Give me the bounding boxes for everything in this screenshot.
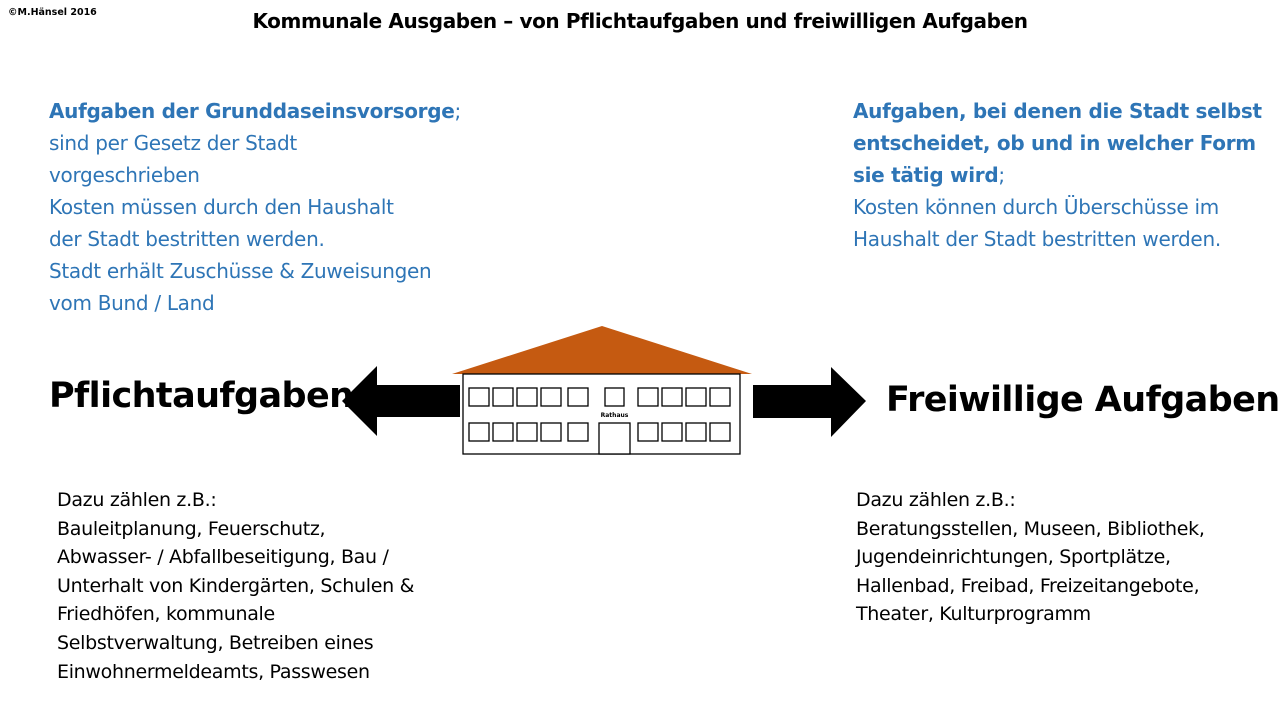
- page-title: Kommunale Ausgaben – von Pflichtaufgaben…: [252, 9, 1028, 33]
- mandatory-description-line: vorgeschrieben: [49, 163, 200, 187]
- townhall-window: [709, 387, 731, 407]
- copyright-notice: ©M.Hänsel 2016: [8, 7, 97, 18]
- townhall-window: [516, 422, 538, 442]
- townhall-window: [661, 422, 683, 442]
- mandatory-description-line: Kosten müssen durch den Haushalt: [49, 195, 394, 219]
- mandatory-description-bold: Aufgaben der Grunddaseinsvorsorge: [49, 99, 455, 123]
- townhall-window: [492, 387, 514, 407]
- voluntary-example-line: Jugendeinrichtungen, Sportplätze,: [856, 546, 1171, 569]
- mandatory-description-line: Stadt erhält Zuschüsse & Zuweisungen: [49, 259, 432, 283]
- townhall-window: [540, 387, 562, 407]
- townhall-window: [492, 422, 514, 442]
- townhall-window: [567, 387, 589, 407]
- right-arrow: [753, 367, 866, 437]
- townhall-window: [637, 422, 659, 442]
- townhall-door: [598, 422, 631, 455]
- mandatory-example-line: Bauleitplanung, Feuerschutz,: [57, 517, 326, 540]
- townhall-window: [685, 387, 707, 407]
- mandatory-description-line: vom Bund / Land: [49, 291, 215, 315]
- townhall-windows: [468, 387, 731, 442]
- voluntary-tasks-heading: Freiwillige Aufgaben: [886, 380, 1280, 420]
- voluntary-tasks-description: Aufgaben, bei denen die Stadt selbst ent…: [853, 95, 1273, 255]
- townhall-window: [516, 387, 538, 407]
- voluntary-example-line: Hallenbad, Freibad, Freizeitangebote,: [856, 574, 1200, 597]
- townhall-window: [637, 387, 659, 407]
- voluntary-example-line: Beratungsstellen, Museen, Bibliothek,: [856, 517, 1205, 540]
- mandatory-description-line: sind per Gesetz der Stadt: [49, 131, 297, 155]
- voluntary-description-bold-line: entscheidet, ob und in welcher Form: [853, 131, 1256, 155]
- townhall-window: [468, 422, 490, 442]
- mandatory-example-line: Selbstverwaltung, Betreiben eines: [57, 631, 374, 654]
- mandatory-tasks-description: Aufgaben der Grunddaseinsvorsorge; sind …: [49, 95, 489, 319]
- voluntary-description-line: Kosten können durch Überschüsse im: [853, 195, 1219, 219]
- mandatory-description-line: der Stadt bestritten werden.: [49, 227, 325, 251]
- left-arrow: [342, 366, 460, 436]
- mandatory-description-headline: Aufgaben der Grunddaseinsvorsorge;: [49, 95, 489, 127]
- townhall-window: [540, 422, 562, 442]
- voluntary-description-line: Haushalt der Stadt bestritten werden.: [853, 227, 1221, 251]
- townhall-roof: [452, 326, 752, 374]
- voluntary-example-line: Theater, Kulturprogramm: [856, 603, 1091, 626]
- townhall-window: [709, 422, 731, 442]
- mandatory-example-line: Unterhalt von Kindergärten, Schulen &: [57, 574, 415, 597]
- mandatory-description-suffix: ;: [454, 99, 462, 123]
- voluntary-description-bold-line: sie tätig wird;: [853, 163, 1005, 187]
- mandatory-example-line: Dazu zählen z.B.:: [57, 489, 217, 511]
- townhall-label: Rathaus: [601, 412, 629, 419]
- mandatory-tasks-examples: Dazu zählen z.B.: Bauleitplanung, Feuers…: [57, 486, 477, 686]
- voluntary-description-suffix: ;: [998, 163, 1005, 187]
- mandatory-example-line: Einwohnermeldeamts, Passwesen: [57, 660, 370, 683]
- townhall-window: [567, 422, 589, 442]
- townhall-window: [661, 387, 683, 407]
- mandatory-example-line: Abwasser- / Abfallbeseitigung, Bau /: [57, 546, 389, 569]
- mandatory-tasks-heading: Pflichtaufgaben: [49, 376, 354, 416]
- townhall-window: [468, 387, 490, 407]
- townhall-door-window: [604, 387, 625, 407]
- townhall-window: [685, 422, 707, 442]
- mandatory-example-line: Friedhöfen, kommunale: [57, 603, 275, 626]
- voluntary-description-bold-line: Aufgaben, bei denen die Stadt selbst: [853, 99, 1262, 123]
- voluntary-example-line: Dazu zählen z.B.:: [856, 489, 1016, 511]
- voluntary-tasks-examples: Dazu zählen z.B.: Beratungsstellen, Muse…: [856, 486, 1276, 629]
